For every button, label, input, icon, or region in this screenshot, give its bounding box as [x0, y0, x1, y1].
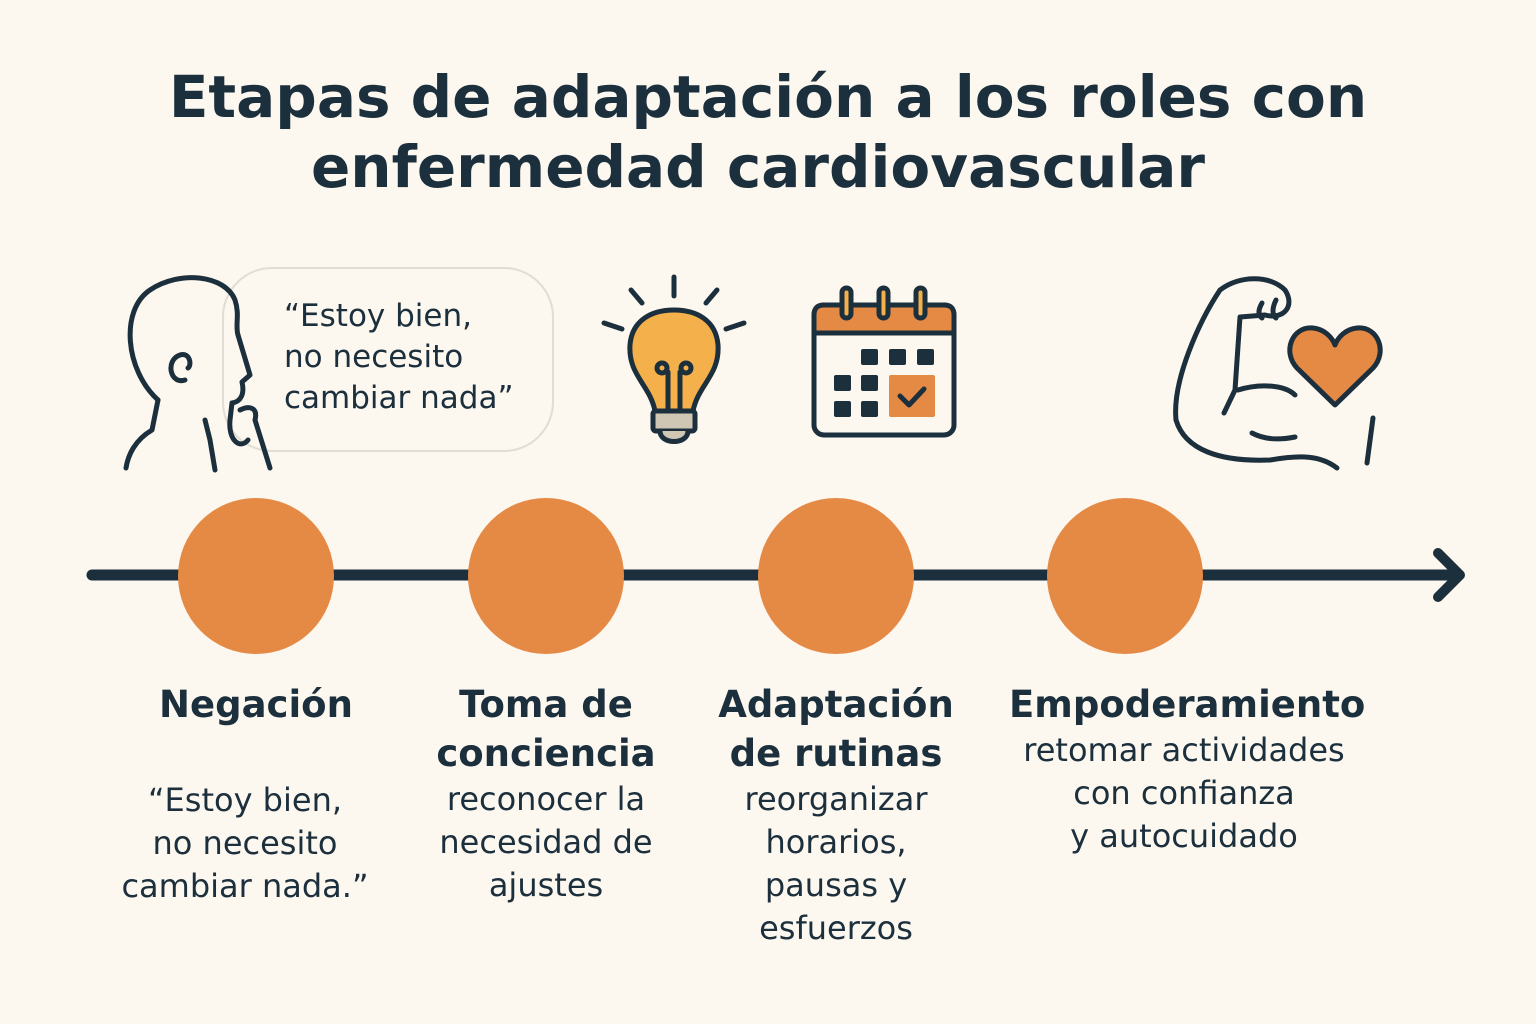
strong-arm-heart-icon — [1173, 276, 1383, 471]
speech-bubble — [222, 267, 554, 452]
stage-marker-1 — [178, 498, 334, 654]
stage-description: reorganizar horarios, pausas y esfuerzos — [744, 780, 928, 947]
stage-adaptacion-de-rutinas: Adaptación de rutinas reorganizar horari… — [686, 680, 986, 950]
stage-description: retomar actividades con confianza y auto… — [1023, 731, 1345, 855]
lightbulb-icon — [601, 274, 747, 444]
stage-marker-4 — [1047, 498, 1203, 654]
title-line-2: enfermedad cardiovascular — [310, 133, 1206, 201]
stage-toma-de-conciencia: Toma de conciencia reconocer la necesida… — [396, 680, 696, 907]
title-line-1: Etapas de adaptación a los roles con — [168, 63, 1368, 131]
speech-bubble-text: “Estoy bien, no necesito cambiar nada” — [284, 298, 514, 416]
thinking-person-icon — [123, 275, 273, 473]
stage-marker-2 — [468, 498, 624, 654]
stage-title: Empoderamiento — [1009, 683, 1366, 726]
stage-empoderamiento: Empoderamiento retomar actividades con c… — [1009, 680, 1366, 858]
page-title: Etapas de adaptación a los roles con enf… — [0, 62, 1536, 202]
stage-description: reconocer la necesidad de ajustes — [439, 780, 653, 904]
stage-title: Adaptación de rutinas — [718, 683, 954, 775]
stage-negacion: Negación “Estoy bien, no necesito cambia… — [106, 680, 406, 908]
arrow-head-icon — [1433, 548, 1465, 602]
stage-marker-3 — [758, 498, 914, 654]
stage-title: Toma de conciencia — [436, 683, 656, 775]
stage-description: “Estoy bien, no necesito cambiar nada.” — [121, 781, 369, 905]
stage-title: Negación — [159, 683, 353, 726]
